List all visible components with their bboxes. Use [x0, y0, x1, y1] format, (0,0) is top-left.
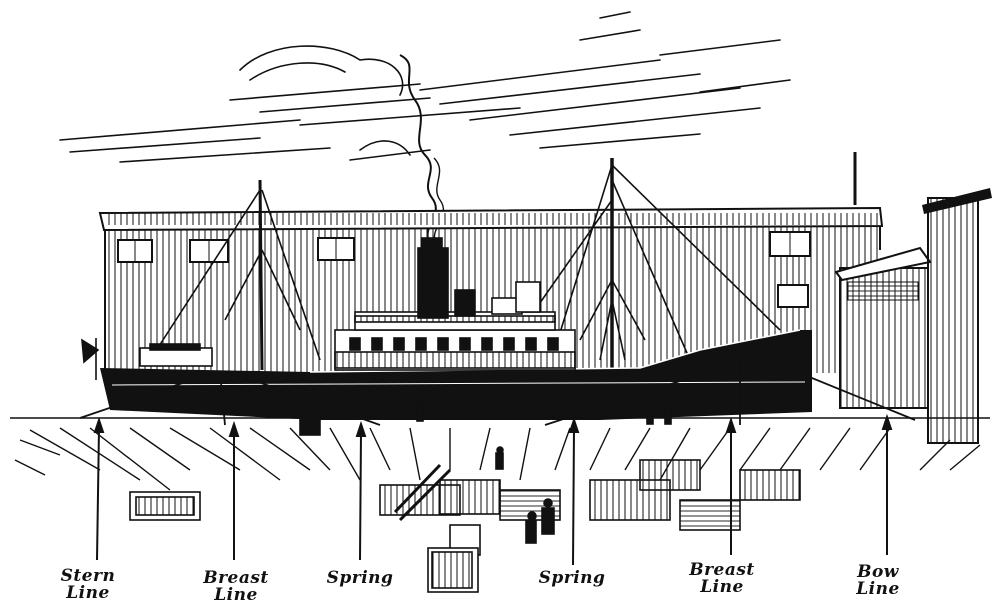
spring-fwd-label-1: Spring	[538, 568, 606, 588]
spring-aft-mooring-line	[229, 371, 381, 426]
breast-line-fwd-label: Breast Line	[674, 562, 770, 596]
spring-fwd-pointer	[572, 427, 575, 566]
mooring-lines	[79, 360, 916, 426]
breast-aft-mooring-line	[219, 371, 226, 426]
superstructure	[81, 237, 576, 380]
stern-line-label-1: Stern	[60, 566, 116, 586]
breast-line-aft-label: Breast Line	[192, 570, 280, 604]
stern-pointer	[96, 427, 100, 561]
breast-line-fwd-label-1: Breast	[689, 560, 755, 580]
spring-aft-pointer	[359, 431, 362, 561]
stern-mooring-line	[79, 371, 216, 419]
spring-aft-label-1: Spring	[326, 568, 394, 588]
cargo-and-workers	[129, 398, 801, 593]
side-buildings	[834, 152, 992, 444]
breast-line-aft-label-1: Breast	[203, 568, 269, 588]
breast-line-aft-label-2: Line	[214, 585, 258, 605]
sky-clouds	[59, 11, 791, 163]
breast-line-fwd-label-2: Line	[700, 577, 744, 597]
spring-aft-label: Spring	[312, 570, 408, 587]
pier-deck	[10, 417, 990, 491]
bow-line-label-1: Bow	[857, 562, 899, 582]
spring-fwd-mooring-line	[544, 367, 721, 426]
bow-line-label-2: Line	[856, 579, 900, 599]
spring-fwd-label: Spring	[524, 570, 620, 587]
bow-mooring-line	[779, 364, 916, 421]
stern-line-label-2: Line	[66, 583, 110, 603]
bow-line-label: Bow Line	[838, 564, 918, 598]
masts-rigging	[149, 158, 781, 371]
label-pointers	[93, 413, 893, 566]
stern-line-label: Stern Line	[48, 568, 128, 602]
